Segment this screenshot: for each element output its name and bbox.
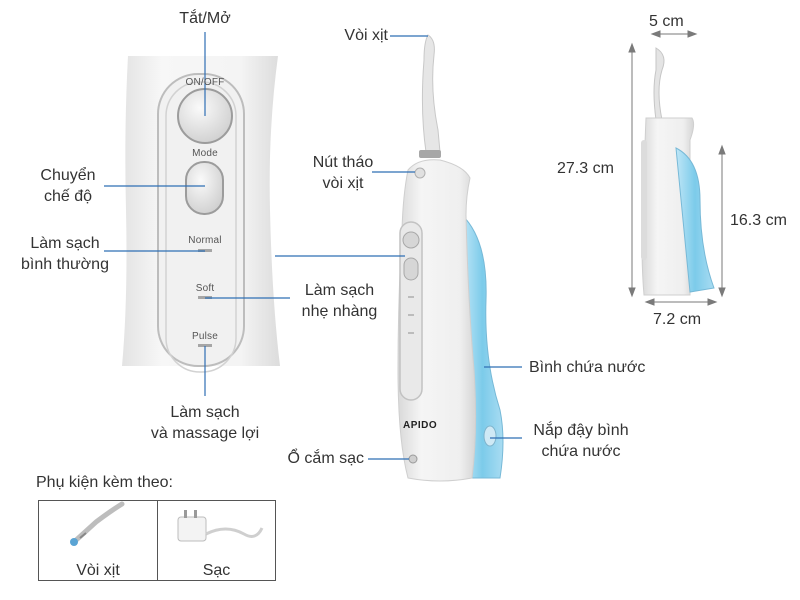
width-dimension: 5 cm (649, 13, 684, 30)
mode-label: Chuyển chế độ (20, 165, 116, 207)
tank-cap-label-line1: Nắp đậy bình (533, 422, 629, 439)
accessories-title: Phụ kiện kèm theo: (36, 474, 173, 491)
brand-logo: APIDO (403, 420, 438, 431)
release-label-line1: Nút tháo (312, 154, 374, 171)
tank-cap-label: Nắp đậy bình chứa nước (522, 420, 640, 462)
on-off-text: ON/OFF (185, 77, 225, 88)
device-front-view (397, 34, 504, 482)
pulse-text: Pulse (191, 331, 218, 342)
mode-text: Mode (192, 148, 218, 159)
mode-button (185, 161, 224, 215)
normal-label-line2: bình thường (21, 256, 109, 273)
pulse-label: Làm sạch và massage lợi (140, 402, 270, 444)
callout-lines (104, 32, 522, 460)
pulse-indicator (198, 344, 212, 347)
control-panel-closeup (122, 56, 280, 373)
normal-label-line1: Làm sạch (30, 235, 100, 252)
dimension-lines (628, 30, 726, 306)
normal-text: Normal (188, 235, 222, 246)
soft-label-line1: Làm sạch (304, 282, 375, 299)
accessory-label-nozzle: Vòi xịt (76, 562, 120, 579)
nozzle-label: Vòi xịt (344, 27, 388, 44)
tank-cap-label-line2: chứa nước (541, 443, 621, 460)
nozzle-icon (70, 501, 125, 546)
height-tank-dimension: 16.3 cm (730, 212, 787, 229)
pulse-label-line2: và massage lợi (150, 425, 260, 442)
tank-label: Bình chứa nước (529, 359, 646, 376)
accessory-box-nozzle (38, 500, 158, 581)
charge-port-label: Ổ cắm sạc (287, 450, 364, 467)
pulse-label-line1: Làm sạch (170, 404, 240, 421)
charger-icon (177, 510, 264, 542)
release-label-line2: vòi xịt (322, 175, 364, 192)
release-button-label: Nút tháo vòi xịt (302, 152, 384, 194)
device-side-view (641, 47, 715, 296)
soft-label-line2: nhẹ nhàng (301, 303, 378, 320)
normal-label: Làm sạch bình thường (10, 233, 120, 275)
depth-dimension: 7.2 cm (653, 311, 702, 328)
accessory-box-charger (157, 500, 276, 581)
height-total-dimension: 27.3 cm (557, 160, 614, 177)
power-label: Tắt/Mở (179, 10, 231, 27)
mode-label-line2: chế độ (43, 188, 93, 205)
soft-label: Làm sạch nhẹ nhàng (292, 280, 387, 322)
soft-text: Soft (195, 283, 215, 294)
accessory-label-charger: Sạc (202, 562, 231, 579)
mode-label-line1: Chuyển (40, 167, 96, 184)
